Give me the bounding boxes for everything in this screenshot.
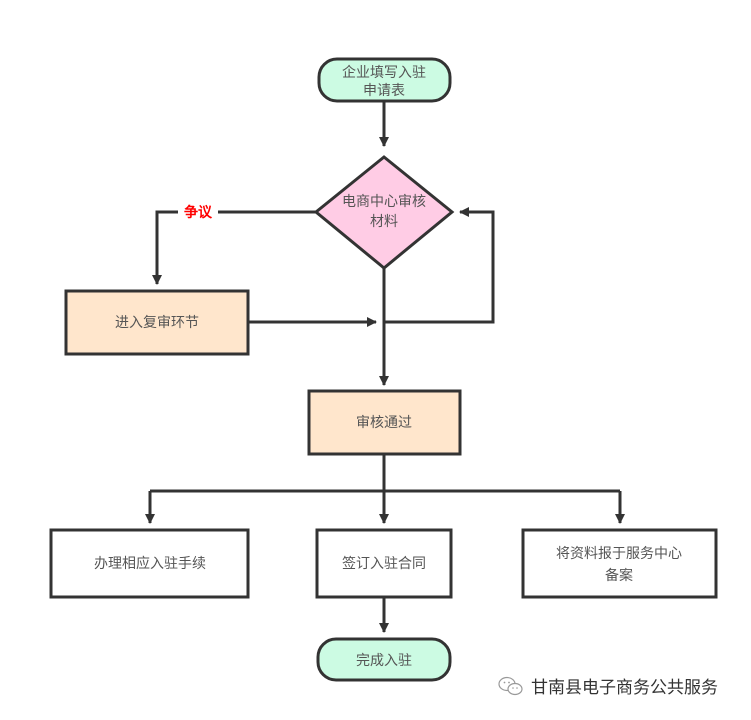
dispute-label: 争议	[184, 204, 213, 221]
edge-review-to-re-review	[152, 210, 316, 285]
dispute-label-bg	[178, 202, 218, 222]
wechat-icon	[498, 676, 523, 695]
watermark-text: 甘南县电子商务公共服务	[531, 678, 718, 698]
node-report-line-2: 备案	[605, 567, 633, 584]
edges	[145, 101, 625, 633]
node-report: 将资料报于服务中心 备案	[521, 528, 718, 599]
node-re-review: 进入复审环节	[64, 289, 250, 356]
node-procedures: 办理相应入驻手续	[49, 528, 250, 599]
node-start: 企业填写入驻 申请表	[317, 57, 452, 103]
node-report-line-1: 将资料报于服务中心	[556, 546, 682, 562]
node-re-review-label: 进入复审环节	[115, 314, 199, 331]
node-done: 完成入驻	[316, 637, 452, 682]
node-start-line-2: 申请表	[363, 83, 405, 99]
edge-loop-back-to-review	[384, 207, 495, 324]
node-procedures-label: 办理相应入驻手续	[94, 555, 206, 572]
node-start-line-1: 企业填写入驻	[342, 64, 426, 81]
node-contract-label: 签订入驻合同	[342, 555, 426, 572]
node-approved-label: 审核通过	[356, 415, 412, 431]
node-review-line-1: 电商中心审核	[342, 194, 426, 210]
node-contract: 签订入驻合同	[315, 528, 453, 599]
node-review-line-2: 材料	[370, 214, 398, 230]
node-review-decision: 电商中心审核 材料	[313, 155, 455, 270]
watermark: 甘南县电子商务公共服务	[497, 673, 718, 698]
node-done-label: 完成入驻	[356, 653, 412, 669]
node-approved: 审核通过	[307, 389, 462, 456]
